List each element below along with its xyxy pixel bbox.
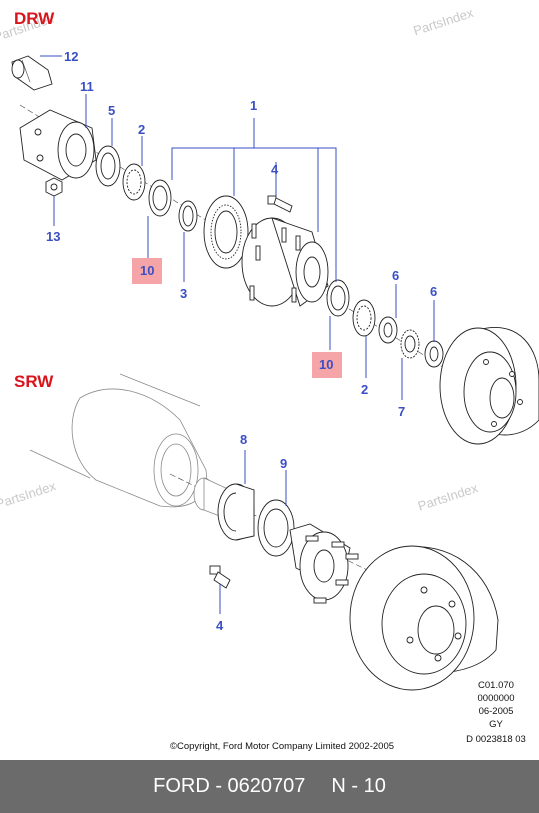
part-4-bolt-lower [209,565,231,589]
srw-leaders [219,450,287,614]
callout-10-highlight [132,258,162,284]
drw-callouts: 12 11 5 2 1 4 13 10 3 6 6 10 2 7 [46,49,437,419]
footer-bar: FORD - 0620707 N - 10 [0,760,539,813]
callout-5[interactable]: 5 [108,103,115,118]
part-2-bearing-upper [122,163,146,201]
part-9-seal [257,499,295,557]
srw-callouts: 8 9 4 [216,432,287,633]
callout-4[interactable]: 4 [271,162,279,177]
part-10-race-lower [326,279,350,317]
callout-6[interactable]: 6 [430,284,437,299]
info-line: C01.070 [478,680,514,691]
part-11-hub-adapter [19,109,97,181]
part-4-bolt-upper [267,195,293,213]
hub-srw [289,523,359,604]
footer-reference: N - 10 [331,775,386,797]
callout-6[interactable]: 6 [392,268,399,283]
info-line: 06-2005 [479,706,514,717]
brake-drum-srw [349,545,499,691]
part-2-bearing-lower [352,299,376,337]
callout-4[interactable]: 4 [216,618,224,633]
footer-part-number: FORD - 0620707 [153,775,306,797]
callout-3[interactable]: 3 [180,286,187,301]
srw-assembly [29,373,499,691]
callout-2[interactable]: 2 [361,382,368,397]
callout-7[interactable]: 7 [398,404,405,419]
part-6-nut [424,340,444,368]
part-5-seal [95,145,121,187]
section-label-srw: SRW [14,372,54,391]
part-6-washer [378,316,398,344]
callout-12[interactable]: 12 [64,49,78,64]
info-line: GY [489,719,503,730]
watermark: PartsIndex [0,478,58,512]
hub [241,217,329,307]
tone-ring [203,195,249,269]
part-3-race [178,200,198,232]
callout-2[interactable]: 2 [138,122,145,137]
part-12-stud [11,55,53,91]
part-13-nut [45,177,63,197]
callout-11[interactable]: 11 [80,79,94,94]
part-10-race [148,179,172,217]
info-block: C01.070 0000000 06-2005 GY D 0023818 03 [466,680,526,745]
info-line: D 0023818 03 [466,734,526,745]
watermark: PartsIndex [411,5,475,39]
callout-9[interactable]: 9 [280,456,287,471]
parts-diagram: PartsIndex PartsIndex PartsIndex PartsIn… [0,5,539,752]
part-7-lock-washer [400,329,420,359]
callout-1[interactable]: 1 [250,98,257,113]
callout-13[interactable]: 13 [46,229,60,244]
callout-10[interactable]: 10 [319,357,333,372]
brake-drum-drw [439,327,539,445]
drw-leaders [40,55,435,400]
section-label-drw: DRW [14,9,55,28]
part-8-bearing [217,483,255,541]
callout-10-highlight [312,352,342,378]
drw-assembly [11,55,539,445]
callout-10[interactable]: 10 [140,263,154,278]
copyright: ©Copyright, Ford Motor Company Limited 2… [170,741,394,752]
info-line: 0000000 [478,693,515,704]
callout-8[interactable]: 8 [240,432,247,447]
watermark: PartsIndex [416,480,480,514]
